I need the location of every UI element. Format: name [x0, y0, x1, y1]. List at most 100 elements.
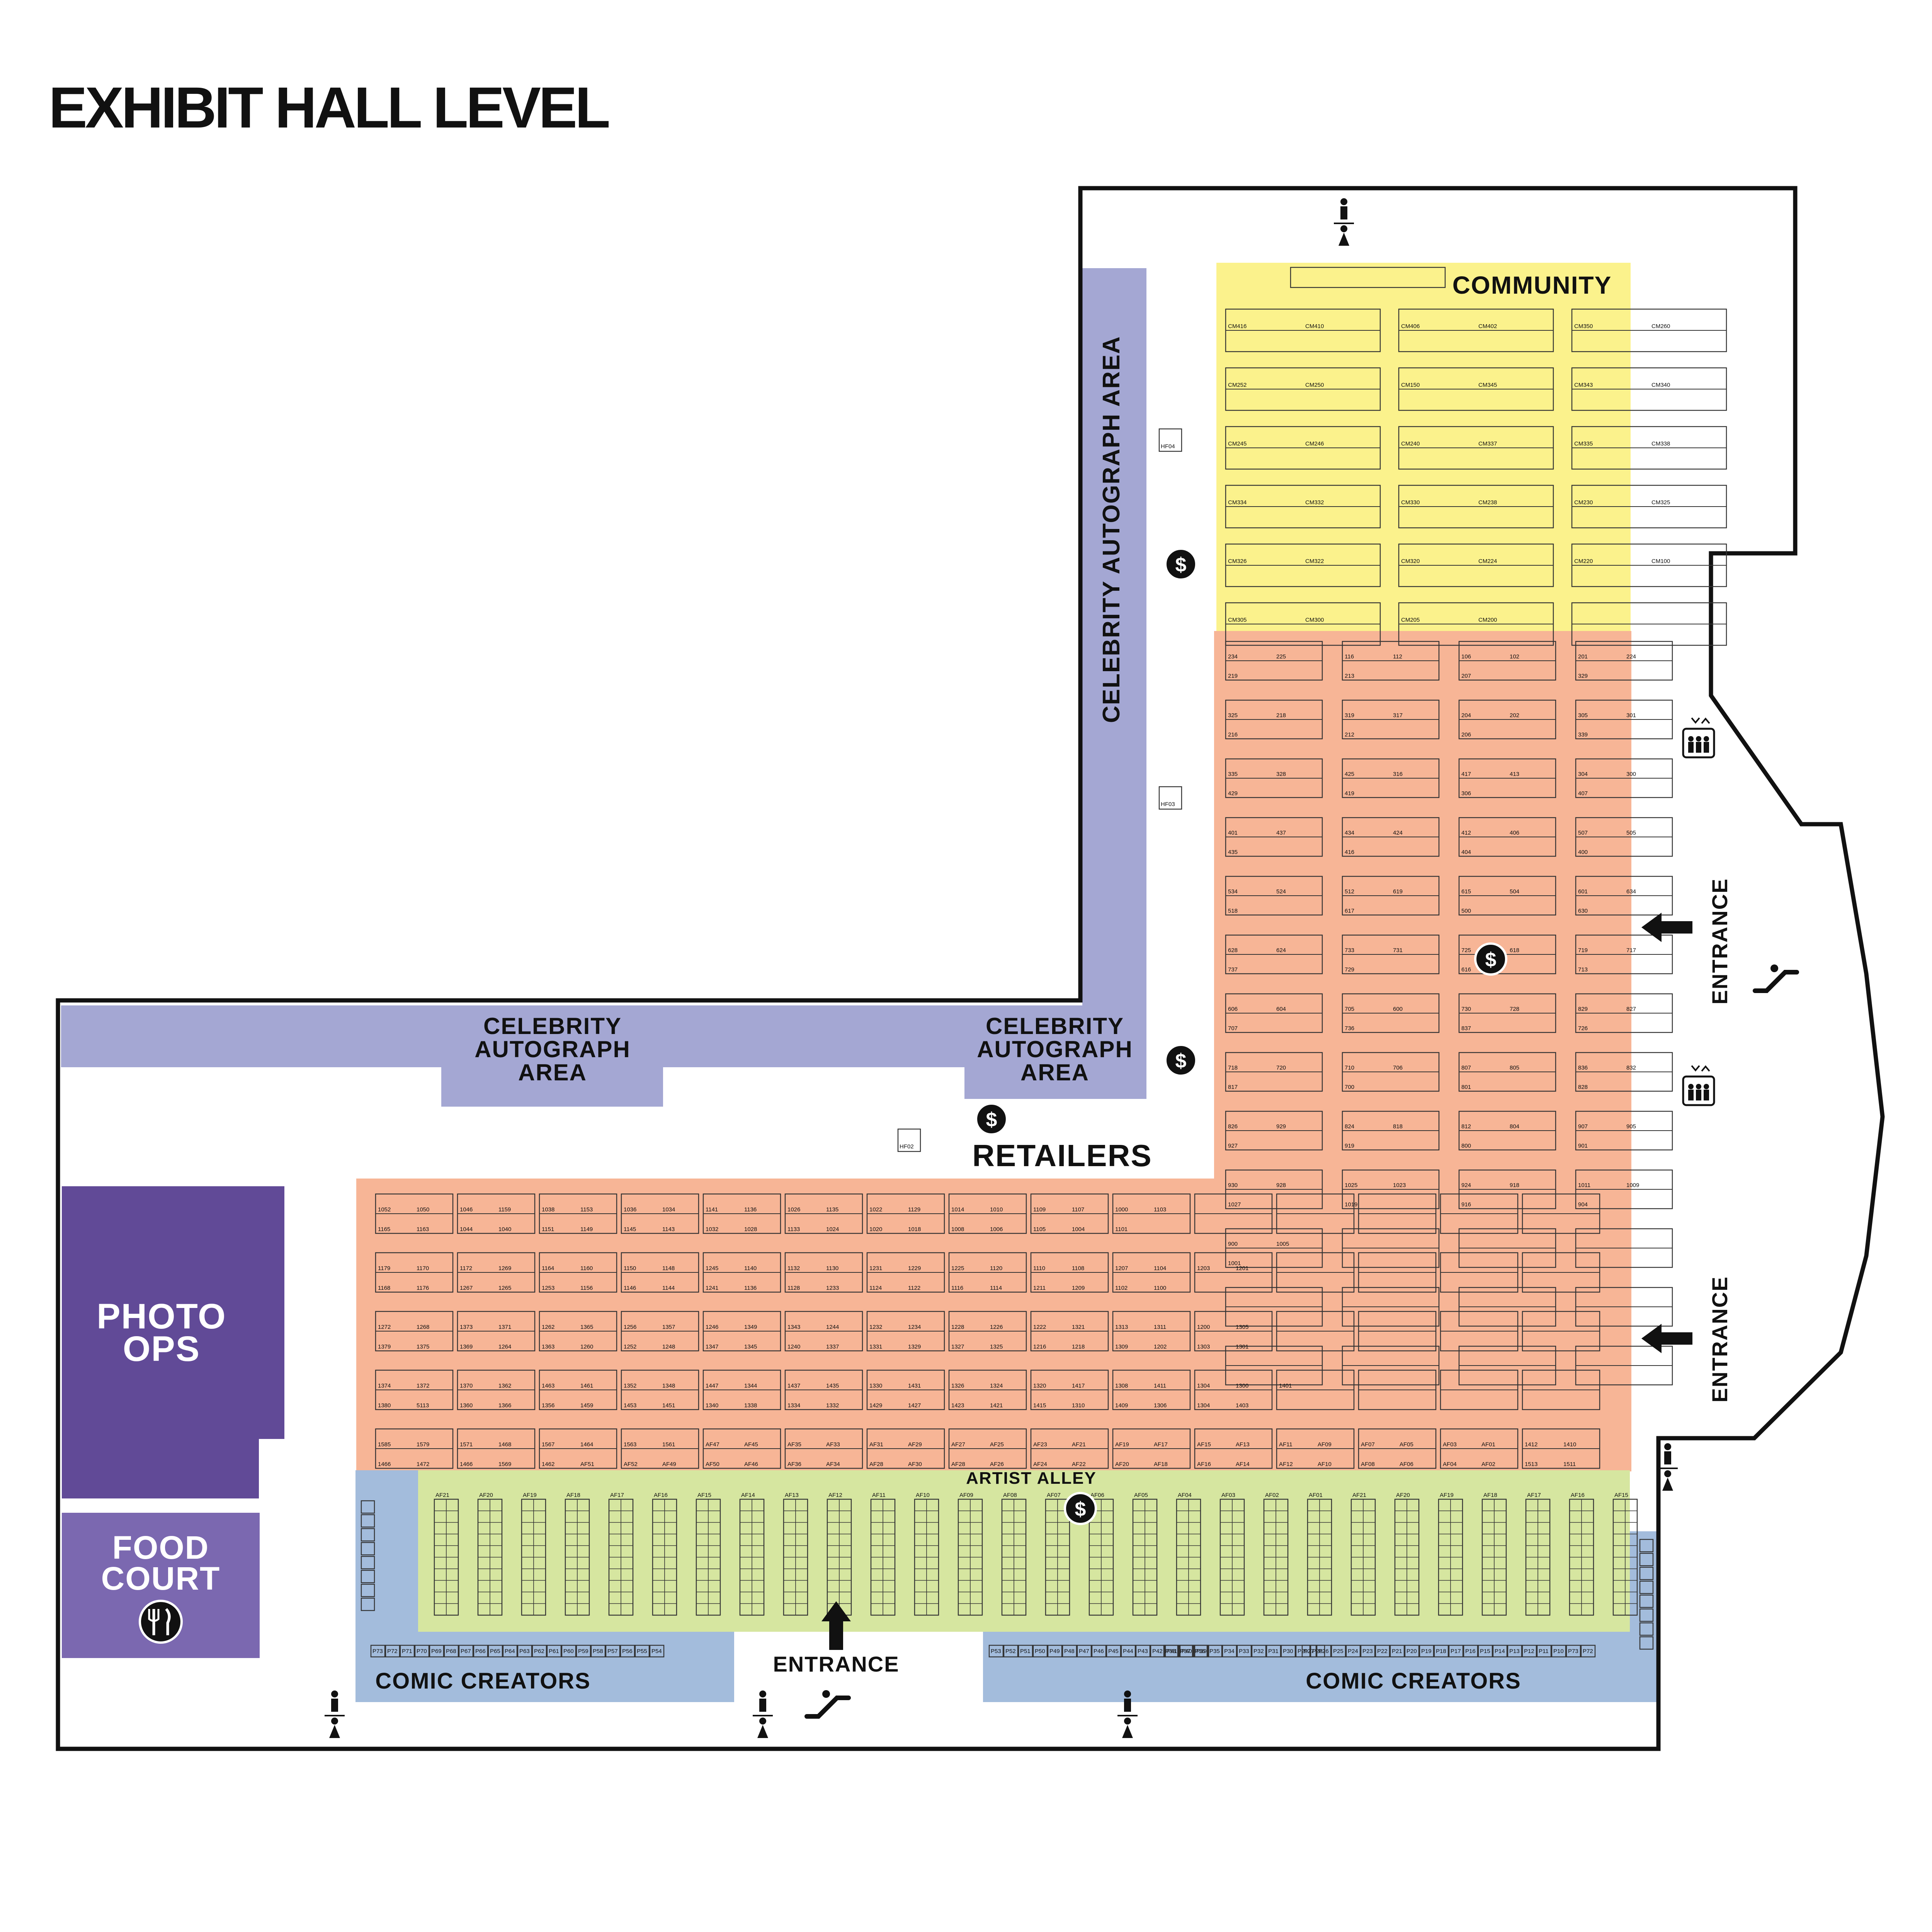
comic-creator-table[interactable]: P10	[1551, 1645, 1566, 1658]
comic-creator-table[interactable]: P19	[1419, 1645, 1434, 1658]
comic-creator-table[interactable]: P27	[1301, 1645, 1317, 1658]
booth-block[interactable]	[1440, 1311, 1519, 1352]
comic-creator-table[interactable]: P32	[1251, 1645, 1267, 1658]
artist-alley-column[interactable]: AF06	[1088, 1492, 1114, 1616]
booth-block[interactable]	[1440, 1252, 1519, 1293]
comic-creator-table[interactable]: P25	[1331, 1645, 1346, 1658]
artist-alley-column[interactable]: AF07	[1045, 1492, 1070, 1616]
comic-creator-table[interactable]: P20	[1404, 1645, 1420, 1658]
comic-creator-table[interactable]: P62	[532, 1645, 547, 1658]
artist-alley-column[interactable]: AF13	[783, 1492, 808, 1616]
comic-creator-table[interactable]: P45	[1106, 1645, 1121, 1658]
artist-alley-column[interactable]: AF21	[434, 1492, 459, 1616]
booth-block[interactable]	[1194, 1193, 1273, 1234]
comic-creator-table[interactable]: P61	[546, 1645, 562, 1658]
artist-alley-column[interactable]: AF11	[870, 1492, 896, 1616]
comic-creator-table[interactable]: P37	[1178, 1645, 1193, 1658]
comic-creator-table[interactable]: P12	[1522, 1645, 1537, 1658]
comic-creator-table[interactable]: P70	[414, 1645, 430, 1658]
booth-block[interactable]	[1458, 1287, 1556, 1327]
comic-creator-table[interactable]: P72	[385, 1645, 400, 1658]
booth-block[interactable]	[1522, 1311, 1600, 1352]
artist-alley-column[interactable]: AF02	[1263, 1492, 1289, 1616]
comic-creator-table[interactable]: P71	[400, 1645, 415, 1658]
comic-creator-table[interactable]: P18	[1434, 1645, 1449, 1658]
artist-alley-column[interactable]: AF21	[1350, 1492, 1376, 1616]
comic-creator-table[interactable]: P55	[634, 1645, 650, 1658]
comic-creator-table[interactable]: P15	[1478, 1645, 1493, 1658]
comic-creator-table[interactable]: P72	[1580, 1645, 1596, 1658]
booth-block[interactable]	[1276, 1311, 1355, 1352]
booth-block[interactable]	[1276, 1193, 1355, 1234]
comic-creator-table[interactable]: P31	[1266, 1645, 1281, 1658]
comic-creator-table[interactable]: P54	[649, 1645, 665, 1658]
comic-creator-table[interactable]: P43	[1135, 1645, 1151, 1658]
artist-alley-column[interactable]: AF16	[1569, 1492, 1594, 1616]
booth-block[interactable]	[1342, 1345, 1440, 1386]
comic-creator-table[interactable]: P11	[1536, 1645, 1552, 1658]
comic-creator-table[interactable]: P65	[488, 1645, 503, 1658]
artist-alley-column[interactable]: AF18	[565, 1492, 590, 1616]
comic-creator-table[interactable]: P47	[1077, 1645, 1092, 1658]
comic-creator-table[interactable]: P59	[576, 1645, 591, 1658]
comic-creator-table[interactable]: P17	[1448, 1645, 1464, 1658]
booth-block[interactable]	[1458, 1228, 1556, 1268]
comic-creator-table[interactable]: P46	[1091, 1645, 1107, 1658]
comic-creator-table[interactable]: P63	[517, 1645, 532, 1658]
artist-alley-column[interactable]: AF17	[1525, 1492, 1551, 1616]
artist-alley-column[interactable]: AF20	[477, 1492, 503, 1616]
comic-creator-table[interactable]: P13	[1507, 1645, 1522, 1658]
artist-alley-column[interactable]: AF05	[1132, 1492, 1158, 1616]
